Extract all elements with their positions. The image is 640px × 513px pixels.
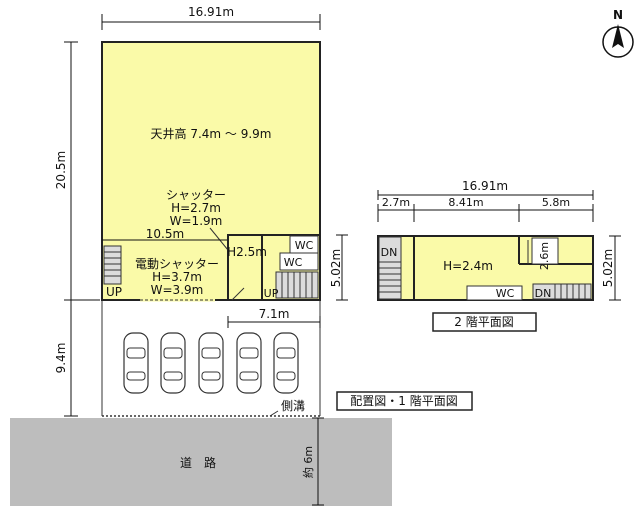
inner-width-label: 10.5m	[146, 227, 184, 241]
office-depth-dimension: 5.02m	[329, 234, 348, 301]
floor2-height-label: H=2.4m	[443, 259, 493, 273]
gutter-label: 側溝	[281, 399, 305, 413]
office-width-label: 7.1m	[259, 307, 290, 321]
floor2-segment-dimensions: 2.7m 8.41m 5.8m	[377, 196, 594, 222]
up-label-office: UP	[264, 287, 279, 300]
caption-1f: 配置図・1 階平面図	[350, 393, 457, 408]
floor2-seg2: 8.41m	[448, 196, 483, 209]
north-label: N	[613, 8, 623, 22]
office-depth-label: 5.02m	[329, 249, 343, 287]
electric-shutter-title: 電動シャッター	[135, 257, 219, 271]
car-icon	[123, 332, 149, 394]
site-depth-dimension: 20.5m 9.4m	[54, 41, 100, 417]
shutter-height: H=2.7m	[171, 201, 221, 215]
site-width-label: 16.91m	[188, 5, 234, 19]
north-arrow-icon: N	[602, 8, 634, 58]
floor2-depth-label: 5.02m	[601, 249, 615, 287]
floor2-plan: DN H=2.4m 2.6m WC DN	[377, 235, 594, 301]
floor2-depth-dimension: 5.02m	[601, 235, 621, 301]
stair-left: UP	[103, 245, 122, 299]
car-icon	[198, 332, 224, 394]
car-icon	[160, 332, 186, 394]
floor2-inner-dim-label: 2.6m	[538, 242, 551, 270]
caption-1f-box	[336, 391, 473, 411]
floor2-seg3: 5.8m	[542, 196, 570, 209]
shutter-title: シャッター	[166, 188, 226, 202]
site-width-dimension: 16.91m	[101, 5, 321, 30]
floor2-dn-right: DN	[535, 287, 552, 300]
road	[10, 418, 392, 506]
car-icon	[273, 332, 299, 394]
floor2-wc-label: WC	[496, 287, 515, 300]
electric-shutter-width: W=3.9m	[151, 283, 204, 297]
up-label-left: UP	[106, 285, 122, 299]
caption-2f-box	[432, 312, 537, 332]
wc-label-2: WC	[284, 256, 303, 269]
road-label: 道 路	[180, 455, 216, 470]
road-width-dimension: 約 6m	[301, 417, 324, 506]
caption-2f: 2 階平面図	[454, 314, 513, 329]
ceiling-height-label: 天井高 7.4m ～ 9.9m	[151, 126, 272, 141]
floor2-dn-left: DN	[381, 246, 398, 259]
office-height-label: H2.5m	[227, 245, 267, 259]
floor2-width-label: 16.91m	[462, 179, 508, 193]
wc-label-1: WC	[295, 239, 314, 252]
floor2-total-dimension: 16.91m	[377, 179, 594, 200]
office-block: H2.5m WC WC UP	[227, 234, 321, 301]
office-width-dimension: 7.1m	[227, 307, 321, 328]
car-icon	[236, 332, 262, 394]
parking-cars	[123, 332, 299, 394]
floor2-seg1: 2.7m	[382, 196, 410, 209]
electric-shutter-height: H=3.7m	[152, 270, 202, 284]
parking-depth-label: 9.4m	[54, 343, 68, 374]
road-width-label: 約 6m	[301, 446, 315, 478]
shutter-width: W=1.9m	[170, 214, 223, 228]
building-depth-label: 20.5m	[54, 151, 68, 189]
